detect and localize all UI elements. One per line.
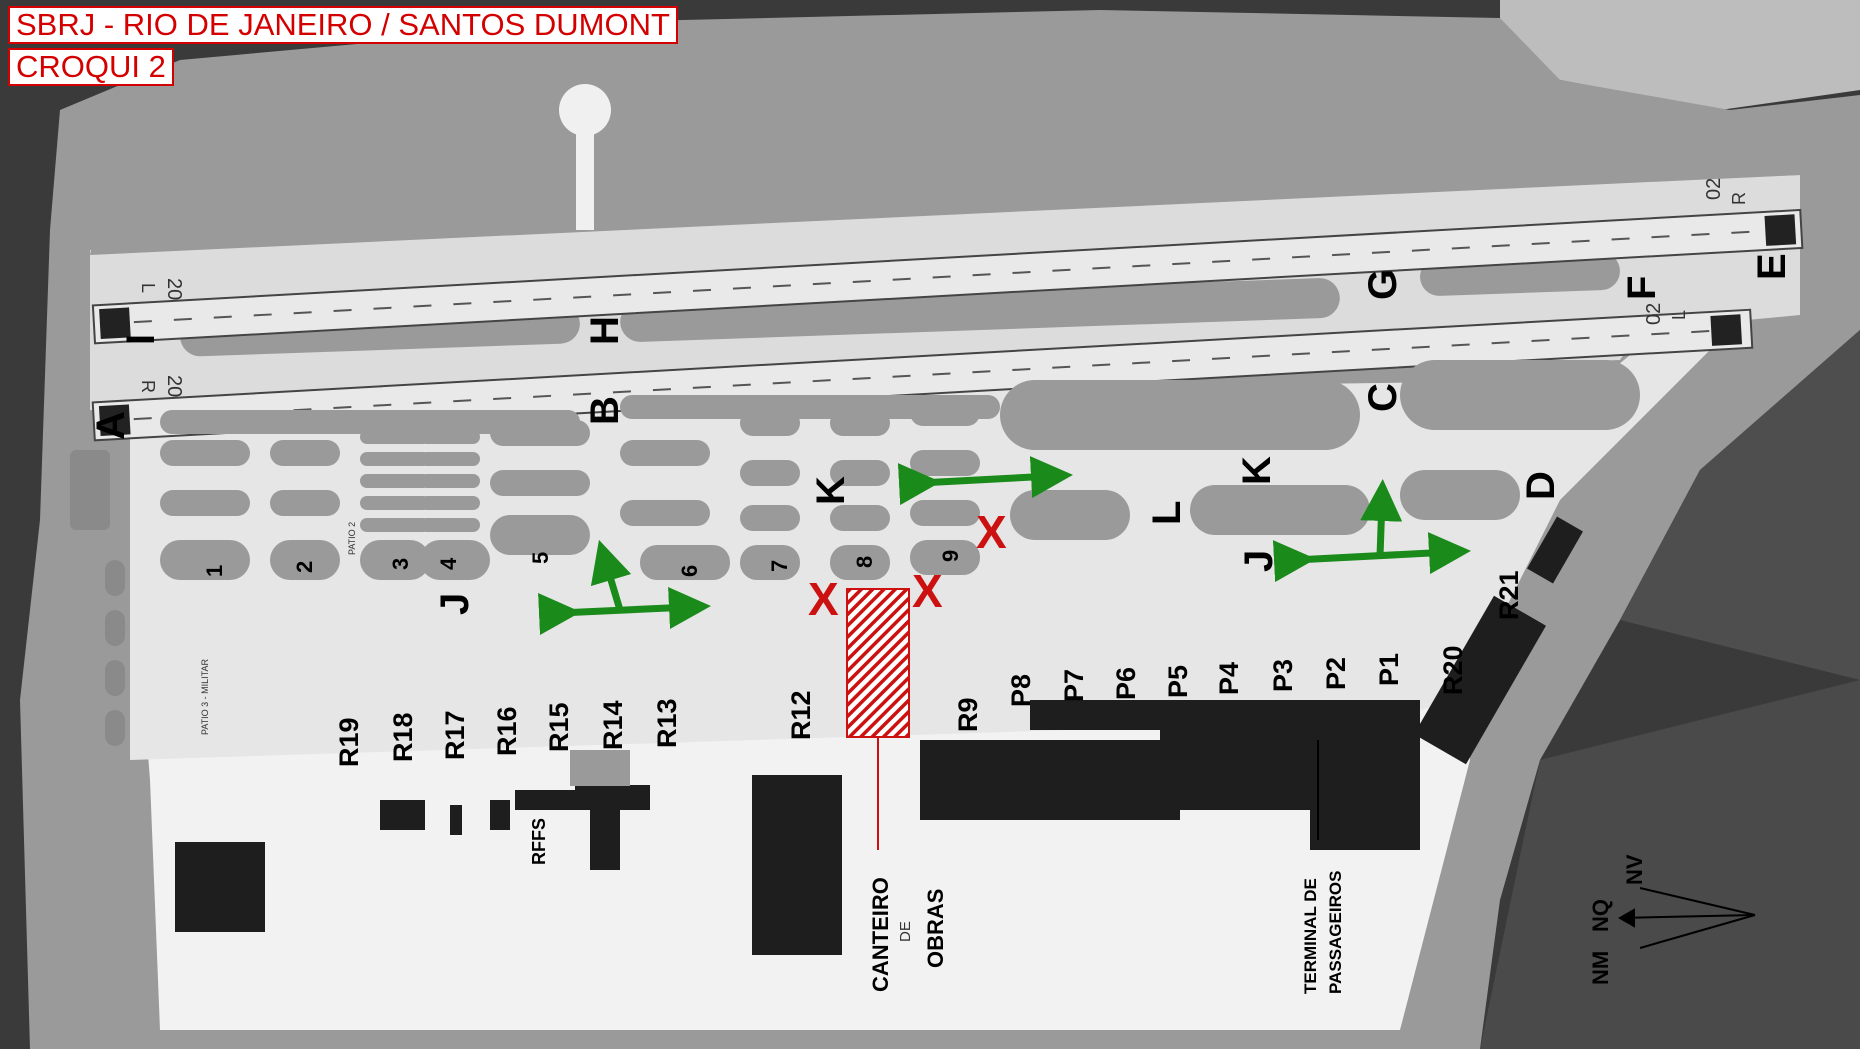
chart-subtitle: CROQUI 2 bbox=[8, 48, 174, 86]
grass-island-9 bbox=[1190, 485, 1370, 535]
taxiway-d: D bbox=[1519, 471, 1563, 500]
grass-island-2 bbox=[620, 278, 1340, 342]
canteiro-label-3: OBRAS bbox=[923, 889, 948, 968]
rffs-label: RFFS bbox=[529, 818, 549, 865]
canteiro-label-1: CANTEIRO bbox=[868, 877, 893, 992]
stand-r21: R21 bbox=[1494, 570, 1524, 620]
stand-4: 4 bbox=[436, 557, 461, 570]
stand-r18: R18 bbox=[388, 712, 418, 762]
stand-3: 3 bbox=[388, 558, 413, 570]
patio-islands bbox=[160, 400, 980, 580]
stand-2: 2 bbox=[292, 561, 317, 573]
rwy-02r-side: R bbox=[1729, 192, 1749, 205]
stand-p6: P6 bbox=[1111, 667, 1141, 700]
taxiway-k-east: K bbox=[1235, 456, 1279, 485]
stand-p7: P7 bbox=[1059, 669, 1089, 702]
stand-r12: R12 bbox=[786, 690, 816, 740]
stand-6: 6 bbox=[677, 565, 702, 577]
north-grass bbox=[90, 40, 1800, 255]
terminal-label-1: TERMINAL DE bbox=[1301, 878, 1320, 994]
stand-p2: P2 bbox=[1321, 657, 1351, 690]
canteiro-label-2: DE bbox=[897, 921, 914, 942]
stand-p4: P4 bbox=[1214, 662, 1244, 695]
taxiway-l: L bbox=[1145, 501, 1189, 525]
rwy-02l-side: L bbox=[1669, 310, 1689, 320]
flow-arrows bbox=[538, 456, 1471, 635]
rwy-20r-side: R bbox=[138, 380, 158, 393]
north-arrow bbox=[1617, 887, 1756, 949]
north-nm-label: NM bbox=[1588, 951, 1613, 985]
rwy-02l-number: 02 bbox=[1643, 303, 1665, 325]
rwy-02r-number: 02 bbox=[1703, 178, 1725, 200]
tower-ring bbox=[559, 84, 611, 136]
patio-3-label: PATIO 3 - MILITAR bbox=[200, 658, 210, 735]
construction-site bbox=[846, 588, 910, 738]
stand-p1: P1 bbox=[1374, 653, 1404, 686]
taxiway-g: G bbox=[1361, 269, 1405, 300]
rwy-20l-number: 20 bbox=[163, 278, 185, 300]
stand-5: 5 bbox=[528, 552, 553, 564]
runway-north bbox=[91, 208, 1804, 345]
stand-8: 8 bbox=[852, 556, 877, 568]
grass-island-7 bbox=[1400, 360, 1640, 430]
grass-island-8 bbox=[1010, 490, 1130, 540]
stand-r13: R13 bbox=[652, 698, 682, 748]
stand-p5: P5 bbox=[1163, 665, 1193, 698]
stand-r16: R16 bbox=[492, 706, 522, 756]
se-ground bbox=[1480, 680, 1860, 1049]
stand-r15: R15 bbox=[544, 702, 574, 752]
taxiway-f: F bbox=[1620, 276, 1664, 300]
stand-p3: P3 bbox=[1268, 659, 1298, 692]
taxiway-k-west: K bbox=[809, 476, 853, 505]
taxiway-j-west: J bbox=[433, 593, 477, 615]
stand-r17: R17 bbox=[440, 710, 470, 760]
grass-island-10 bbox=[1400, 470, 1520, 520]
bay-water-light bbox=[1500, 0, 1860, 110]
stand-1: 1 bbox=[202, 565, 227, 577]
stand-r9: R9 bbox=[953, 697, 983, 732]
stand-r19: R19 bbox=[334, 717, 364, 767]
rffs-roof bbox=[570, 750, 630, 786]
taxiway-i: I bbox=[119, 334, 163, 345]
ne-ground bbox=[1620, 330, 1860, 680]
taxiway-j-east: J bbox=[1237, 550, 1281, 572]
patio-2-label: PATIO 2 bbox=[347, 522, 357, 555]
taxiway-h: H bbox=[583, 316, 627, 345]
terminal-label-2: PASSAGEIROS bbox=[1326, 871, 1345, 994]
closure-x-3: X bbox=[976, 506, 1007, 558]
closure-marks: X X X bbox=[808, 506, 1007, 625]
rwy-20l-side: L bbox=[138, 283, 158, 293]
military-apron-stands bbox=[70, 450, 125, 746]
grass-island-4 bbox=[160, 410, 580, 434]
north-nq-label: NQ bbox=[1588, 899, 1613, 932]
grass-island-5 bbox=[620, 395, 1000, 419]
grass-island-6 bbox=[1000, 380, 1360, 450]
stand-7: 7 bbox=[767, 560, 792, 572]
tower-access bbox=[576, 130, 594, 230]
taxiway-b: B bbox=[583, 396, 627, 425]
closure-x-2: X bbox=[912, 565, 943, 617]
stand-p8: P8 bbox=[1006, 674, 1036, 707]
taxiway-c: C bbox=[1361, 383, 1405, 412]
chart-title: SBRJ - RIO DE JANEIRO / SANTOS DUMONT bbox=[8, 6, 678, 44]
buildings bbox=[175, 516, 1583, 955]
stand-r20: R20 bbox=[1438, 645, 1468, 695]
taxiway-e: E bbox=[1750, 253, 1794, 280]
rwy-20r-number: 20 bbox=[163, 375, 185, 397]
north-nv-label: NV bbox=[1622, 854, 1647, 885]
stand-r14: R14 bbox=[598, 700, 628, 750]
stand-9: 9 bbox=[938, 550, 963, 562]
runway-south bbox=[91, 308, 1754, 442]
closure-x-1: X bbox=[808, 573, 839, 625]
taxiway-a: A bbox=[89, 411, 133, 440]
